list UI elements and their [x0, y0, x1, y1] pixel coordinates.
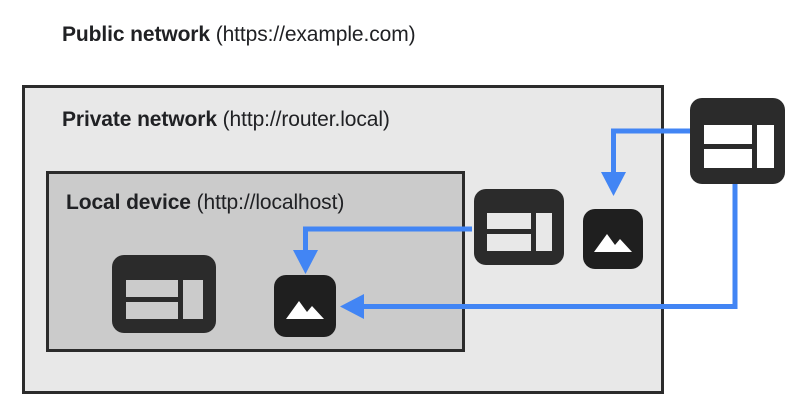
image-glyph-icon — [594, 234, 632, 252]
private-network-title: Private network — [62, 108, 217, 131]
local-device-label: Local device (http://localhost) — [66, 192, 344, 213]
public-network-label: Public network (https://example.com) — [62, 24, 416, 45]
image-resource-icon-private[interactable] — [583, 209, 643, 269]
public-network-url: (https://example.com) — [209, 23, 416, 46]
browser-window-icon-local[interactable] — [112, 255, 216, 333]
browser-pane-right — [183, 280, 203, 319]
private-network-label: Private network (http://router.local) — [62, 109, 390, 130]
browser-pane-right — [536, 213, 552, 251]
browser-pane-bottom-left — [487, 234, 531, 251]
private-network-url: (http://router.local) — [216, 108, 390, 131]
browser-pane-top-left — [704, 125, 752, 144]
local-device-url: (http://localhost) — [190, 191, 345, 214]
image-glyph-icon — [286, 301, 324, 319]
browser-pane-top-left — [487, 213, 531, 229]
local-device-title: Local device — [66, 191, 191, 214]
browser-pane-bottom-left — [704, 149, 752, 168]
browser-pane-right — [757, 125, 774, 168]
public-network-title: Public network — [62, 23, 210, 46]
browser-window-icon-public[interactable] — [690, 98, 785, 184]
browser-window-icon-private[interactable] — [474, 189, 564, 265]
image-resource-icon-local[interactable] — [274, 275, 336, 337]
browser-pane-top-left — [126, 280, 178, 297]
browser-pane-bottom-left — [126, 302, 178, 319]
